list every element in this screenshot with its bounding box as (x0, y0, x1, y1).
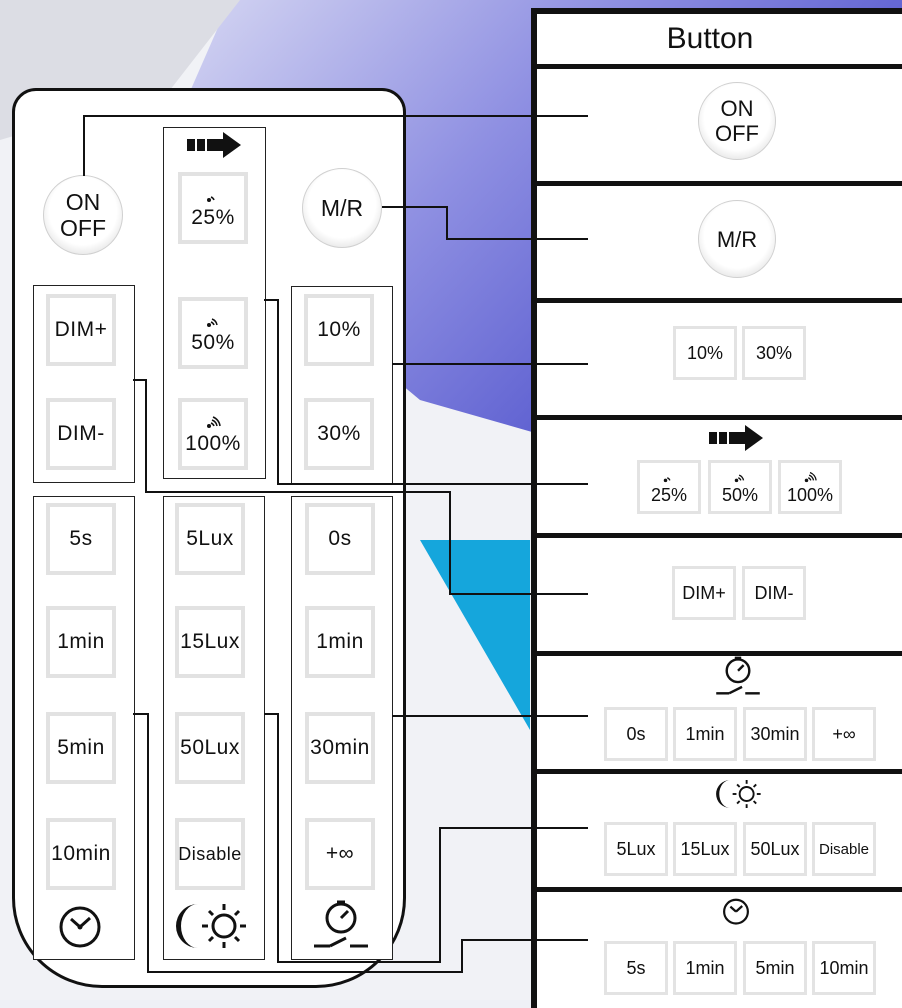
table-sensitivity-50-button[interactable]: 50% (708, 460, 772, 514)
standby-1min-button[interactable]: 1min (305, 606, 375, 678)
table-standby-0s-button[interactable]: 0s (604, 707, 668, 761)
daylight-15lux-button[interactable]: 15Lux (175, 606, 245, 678)
wifi-signal-icon (203, 312, 223, 331)
wifi-signal-icon (203, 413, 223, 432)
row-divider (537, 298, 902, 303)
clock-icon (59, 906, 101, 948)
sensitivity-100-button[interactable]: 100% (178, 398, 248, 470)
table-dim-plus-button[interactable]: DIM+ (672, 566, 736, 620)
forward-arrow-icon (187, 132, 241, 158)
table-hold-5s-button[interactable]: 5s (604, 941, 668, 995)
dim-plus-button[interactable]: DIM+ (46, 294, 116, 366)
dim-level-10-button[interactable]: 10% (304, 294, 374, 366)
table-header: Button (537, 14, 902, 69)
moon-sun-icon (176, 904, 246, 948)
table-dim-level-10-button[interactable]: 10% (673, 326, 737, 380)
wifi-signal-icon (731, 469, 749, 485)
dim-minus-button[interactable]: DIM- (46, 398, 116, 470)
row-divider (537, 533, 902, 538)
table-hold-10min-button[interactable]: 10min (812, 941, 876, 995)
table-standby-infinite-button[interactable]: +∞ (812, 707, 876, 761)
table-standby-30min-button[interactable]: 30min (743, 707, 807, 761)
row-divider (537, 887, 902, 892)
daylight-5lux-button[interactable]: 5Lux (175, 503, 245, 575)
stopwatch-switch-icon (716, 656, 760, 695)
on-off-button[interactable]: ON OFF (43, 175, 123, 255)
wifi-signal-icon (660, 469, 678, 485)
sensitivity-50-button[interactable]: 50% (178, 297, 248, 369)
table-on-off-button[interactable]: ON OFF (698, 82, 776, 160)
standby-0s-button[interactable]: 0s (305, 503, 375, 575)
moon-sun-icon (716, 780, 761, 808)
row-divider (537, 651, 902, 656)
row-divider (537, 415, 902, 420)
table-daylight-disable-button[interactable]: Disable (812, 822, 876, 876)
hold-10min-button[interactable]: 10min (46, 818, 116, 890)
clock-icon (723, 898, 749, 925)
table-daylight-15lux-button[interactable]: 15Lux (673, 822, 737, 876)
hold-1min-button[interactable]: 1min (46, 606, 116, 678)
forward-arrow-icon (709, 425, 763, 451)
table-daylight-5lux-button[interactable]: 5Lux (604, 822, 668, 876)
sensitivity-25-button[interactable]: 25% (178, 172, 248, 244)
table-dim-minus-button[interactable]: DIM- (742, 566, 806, 620)
table-sensitivity-100-button[interactable]: 100% (778, 460, 842, 514)
wifi-signal-icon (801, 469, 819, 485)
table-hold-1min-button[interactable]: 1min (673, 941, 737, 995)
table-standby-1min-button[interactable]: 1min (673, 707, 737, 761)
wifi-signal-icon (203, 187, 223, 206)
table-hold-5min-button[interactable]: 5min (743, 941, 807, 995)
table-mr-button[interactable]: M/R (698, 200, 776, 278)
hold-5s-button[interactable]: 5s (46, 503, 116, 575)
table-dim-level-30-button[interactable]: 30% (742, 326, 806, 380)
row-divider (537, 769, 902, 774)
daylight-disable-button[interactable]: Disable (175, 818, 245, 890)
standby-infinite-button[interactable]: +∞ (305, 818, 375, 890)
standby-30min-button[interactable]: 30min (305, 712, 375, 784)
mr-button[interactable]: M/R (302, 168, 382, 248)
table-daylight-50lux-button[interactable]: 50Lux (743, 822, 807, 876)
daylight-50lux-button[interactable]: 50Lux (175, 712, 245, 784)
table-sensitivity-25-button[interactable]: 25% (637, 460, 701, 514)
dim-level-30-button[interactable]: 30% (304, 398, 374, 470)
stopwatch-switch-icon (314, 900, 368, 948)
row-divider (537, 181, 902, 186)
hold-5min-button[interactable]: 5min (46, 712, 116, 784)
